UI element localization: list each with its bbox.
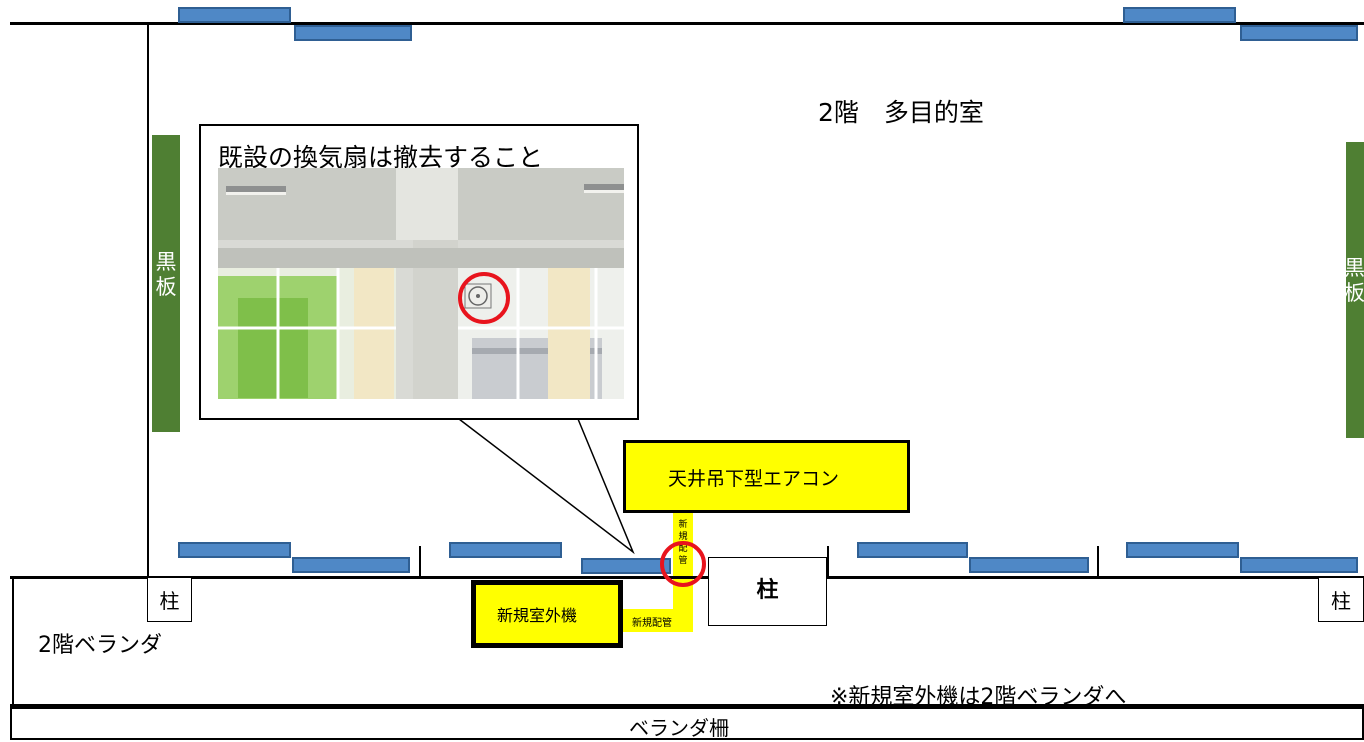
new-pipe-horizontal-label: 新規配管 — [632, 618, 672, 629]
window-bottom-2 — [292, 557, 410, 573]
window-bottom-3 — [449, 542, 562, 558]
pillar-center: 柱 — [708, 557, 827, 626]
veranda-label: 2階ベランダ — [38, 633, 162, 658]
photo-drawing — [218, 168, 624, 399]
veranda-railing — [10, 709, 1364, 740]
blackboard-right-label: 黒 板 — [1344, 256, 1364, 305]
railing-label: ベランダ柵 — [629, 716, 729, 740]
blackboard-left — [152, 135, 180, 432]
outdoor-unit-label: 新規室外機 — [497, 606, 578, 625]
new-outdoor-unit — [471, 580, 623, 648]
room-title: 2階 多目的室 — [818, 98, 984, 127]
ventilation-fan-photo — [218, 168, 624, 399]
window-top-4 — [1240, 25, 1358, 41]
window-top-2 — [294, 25, 412, 41]
partition-1 — [419, 546, 421, 577]
window-bottom-6 — [969, 557, 1089, 573]
window-bottom-1 — [178, 542, 291, 558]
partition-2 — [827, 546, 829, 577]
window-bottom-8 — [1240, 557, 1358, 573]
window-bottom-5 — [857, 542, 968, 558]
blackboard-left-label: 黒 板 — [155, 250, 177, 299]
ceiling-aircon — [623, 440, 910, 513]
top-wall — [10, 22, 1364, 25]
pillar-left: 柱 — [147, 577, 192, 622]
bottom-wall — [10, 576, 1364, 579]
new-pipe-vertical-label: 新 規 配 管 — [678, 520, 688, 566]
window-bottom-4 — [581, 558, 671, 574]
pillar-right: 柱 — [1318, 577, 1364, 622]
railing-top-thick — [10, 704, 1364, 709]
veranda-left-edge — [12, 576, 14, 706]
pipe-passage-marker — [660, 541, 706, 587]
left-wall — [147, 22, 149, 578]
window-top-3 — [1123, 7, 1236, 23]
callout-text: 既設の換気扇は撤去すること — [218, 143, 544, 172]
fan-marker-circle — [458, 272, 510, 324]
aircon-label: 天井吊下型エアコン — [668, 468, 840, 490]
partition-3 — [1097, 546, 1099, 577]
new-pipe-horizontal — [622, 609, 693, 632]
blackboard-right — [1346, 142, 1364, 438]
window-top-1 — [178, 7, 291, 23]
window-bottom-7 — [1126, 542, 1239, 558]
